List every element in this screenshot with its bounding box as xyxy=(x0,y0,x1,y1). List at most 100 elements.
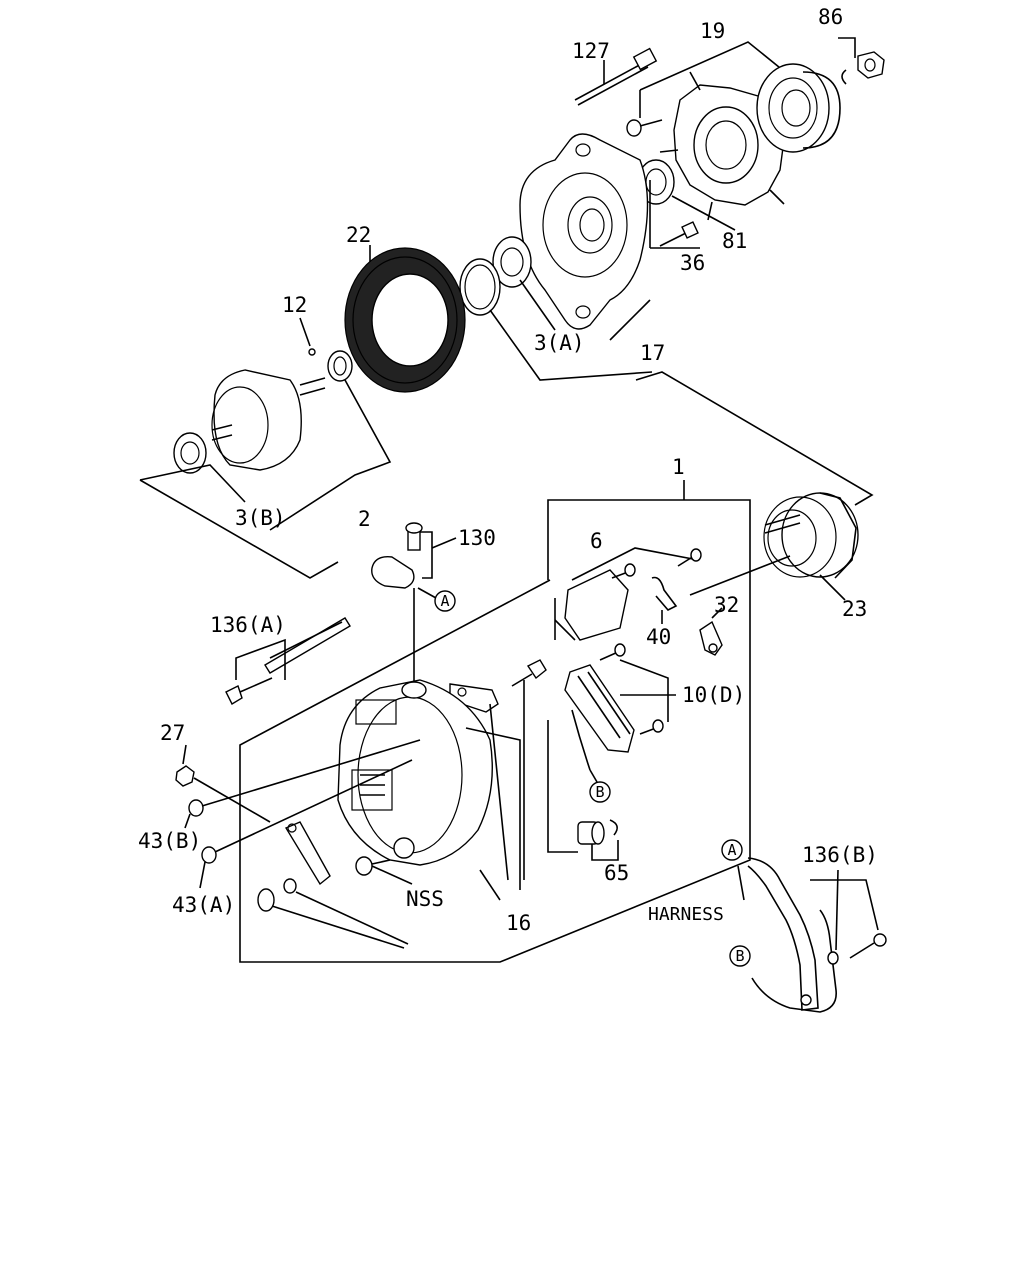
label-19: 19 xyxy=(700,19,725,43)
harness xyxy=(747,857,839,1013)
leader-nss xyxy=(371,865,413,885)
leader-washer-2 xyxy=(295,891,409,945)
leader-16b xyxy=(479,869,501,901)
screw-6a xyxy=(611,563,636,579)
bracket-2 xyxy=(269,379,392,531)
label-6: 6 xyxy=(590,529,603,553)
ref-line-27 xyxy=(193,777,271,823)
bracket-6 xyxy=(571,547,699,581)
screw-10d-a xyxy=(599,643,626,661)
leader-32 xyxy=(711,607,723,619)
bracket-19 xyxy=(639,41,791,91)
leader-23 xyxy=(819,574,846,601)
housing-17 xyxy=(519,133,649,330)
screw-136b xyxy=(849,933,887,959)
clip-40 xyxy=(651,576,678,611)
label-3a: 3(A) xyxy=(534,331,585,355)
leader-harness xyxy=(737,865,745,901)
nut-86 xyxy=(857,51,885,79)
bracket-10d xyxy=(619,659,669,722)
retainer-ring xyxy=(459,258,501,316)
label-22: 22 xyxy=(346,223,371,247)
brush-holder-136a xyxy=(264,617,351,674)
svg-text:B: B xyxy=(595,783,604,801)
leader-81 xyxy=(671,195,736,231)
ref-line-23 xyxy=(689,555,791,596)
connector-b-top: B xyxy=(589,781,611,803)
leader-a-top xyxy=(417,587,437,599)
label-127: 127 xyxy=(572,39,610,63)
screw-fan xyxy=(626,119,663,137)
rotor-2 xyxy=(211,369,326,471)
label-130: 130 xyxy=(458,526,496,550)
pulley-23 xyxy=(763,492,859,579)
ref-line-pulley xyxy=(635,371,874,506)
leader-12 xyxy=(299,317,311,347)
leader-130 xyxy=(431,537,457,549)
rectifier-10d xyxy=(564,664,635,771)
label-32: 32 xyxy=(714,593,739,617)
label-12: 12 xyxy=(282,293,307,317)
svg-text:A: A xyxy=(440,592,449,610)
screw-10d-b xyxy=(639,719,664,735)
pin-12 xyxy=(308,348,316,356)
label-3b: 3(B) xyxy=(235,506,286,530)
connector-b-harness: B xyxy=(729,945,751,967)
washer-bottom-1 xyxy=(257,888,275,912)
terminal-32 xyxy=(699,620,723,656)
bearing-3b xyxy=(173,432,207,474)
bracket-1 xyxy=(239,499,751,963)
leader-3a xyxy=(519,279,556,331)
label-43b: 43(B) xyxy=(138,829,201,853)
bolt-center xyxy=(511,659,547,687)
leader-27 xyxy=(182,744,187,765)
leader-16a xyxy=(465,727,521,890)
condenser-65 xyxy=(577,819,618,845)
leader-17 xyxy=(609,299,651,341)
label-65: 65 xyxy=(604,861,629,885)
label-43a: 43(A) xyxy=(172,893,235,917)
label-16: 16 xyxy=(506,911,531,935)
leader-43b xyxy=(184,813,191,829)
leader-b-top xyxy=(589,769,598,783)
bracket-small-nss xyxy=(284,821,331,886)
label-17: 17 xyxy=(640,341,665,365)
connector-a-harness: A xyxy=(721,839,743,861)
ref-line-lower-left xyxy=(139,479,339,579)
label-86: 86 xyxy=(818,5,843,29)
bolt-127 xyxy=(574,47,658,106)
leader-plate xyxy=(489,703,509,881)
fan xyxy=(659,71,800,221)
leader-washer-1 xyxy=(271,905,405,949)
bracket-136b xyxy=(810,879,879,931)
bearing-3a xyxy=(492,236,532,288)
bracket-86 xyxy=(838,37,856,58)
label-40: 40 xyxy=(646,625,671,649)
bolt-43b xyxy=(188,739,421,817)
label-nss: NSS xyxy=(406,887,444,911)
nut-27 xyxy=(175,765,195,787)
spacer xyxy=(327,350,353,382)
bracket-130 xyxy=(420,531,433,579)
label-81: 81 xyxy=(722,229,747,253)
label-36: 36 xyxy=(680,251,705,275)
svg-text:A: A xyxy=(727,841,736,859)
regulator-6 xyxy=(554,569,629,641)
bracket-136a xyxy=(235,638,286,680)
label-136a: 136(A) xyxy=(210,613,286,637)
bracket-65 xyxy=(591,840,619,861)
terminal-130 xyxy=(371,522,423,682)
leader-43a xyxy=(199,861,206,889)
bracket-65a xyxy=(547,720,578,853)
pulley-flange xyxy=(756,63,841,153)
washer-86 xyxy=(841,69,847,85)
bolt-43a xyxy=(201,759,413,864)
screw-136a xyxy=(225,677,273,705)
washer-bottom-2 xyxy=(283,878,297,894)
label-10d: 10(D) xyxy=(682,683,745,707)
bracket-3b xyxy=(139,464,246,503)
label-23: 23 xyxy=(842,597,867,621)
stator-22 xyxy=(344,247,466,393)
